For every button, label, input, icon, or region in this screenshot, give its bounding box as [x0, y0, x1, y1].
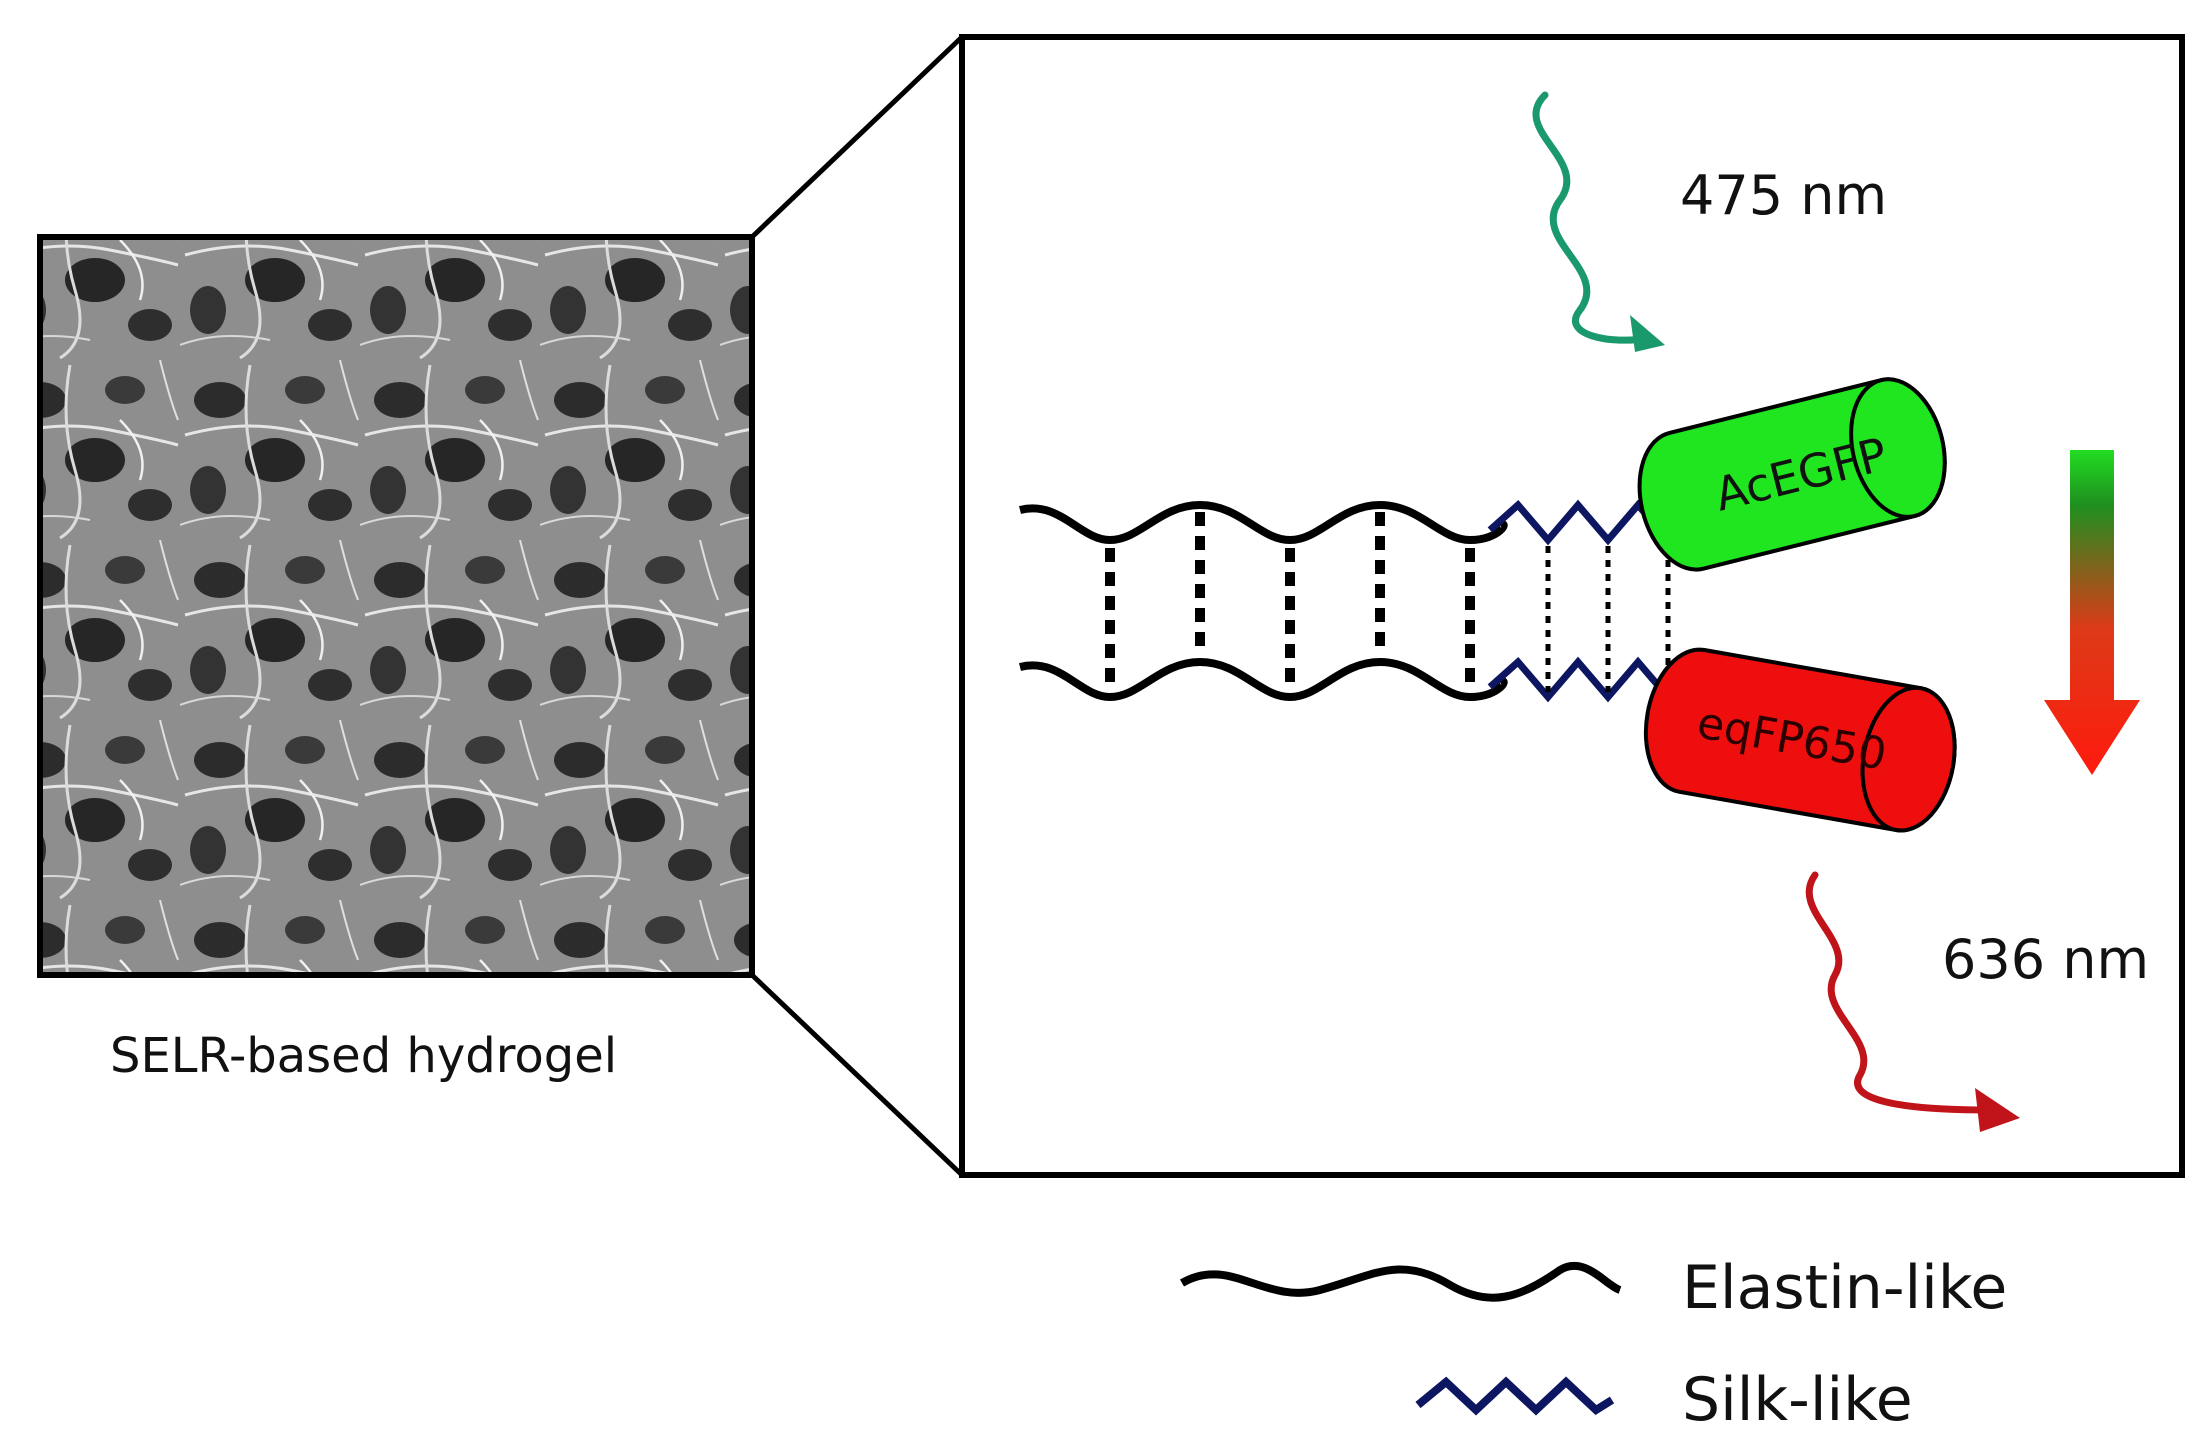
crosslinks: [1105, 512, 1671, 692]
elastin-chain-bottom: [1019, 657, 1508, 702]
legend-elastin-label: Elastin-like: [1682, 1253, 2007, 1323]
zoom-detail-box: [959, 34, 2185, 1178]
hydrogel-sem-image: [37, 234, 755, 978]
donor-cylinder: AcEGFP: [1637, 377, 1947, 572]
legend-silk-label: Silk-like: [1682, 1365, 1913, 1431]
legend: Elastin-like Silk-like: [1179, 1253, 2007, 1431]
acceptor-cylinder: eqFP650: [1643, 647, 1957, 833]
legend-elastin-swatch: [1179, 1261, 1622, 1302]
emission-label: 636 nm: [1942, 928, 2149, 991]
elastin-chain-top: [1019, 500, 1508, 545]
excitation-arrow: [1532, 91, 1665, 352]
excitation-label: 475 nm: [1680, 164, 1887, 227]
emission-arrow: [1805, 871, 2020, 1132]
legend-silk-swatch: [1415, 1376, 1615, 1416]
fret-gradient-arrow: [2044, 450, 2140, 775]
zoom-connector-lines: [750, 35, 964, 1177]
hydrogel-caption: SELR-based hydrogel: [110, 1028, 617, 1084]
